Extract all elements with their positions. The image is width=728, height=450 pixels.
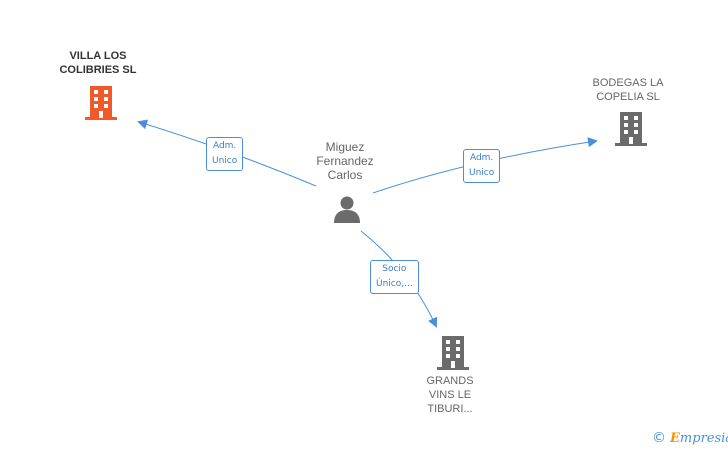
relation-label-adm-unico[interactable]: Adm. Unico [206, 137, 244, 171]
person-icon[interactable] [333, 195, 361, 223]
relation-label-line: Unico [212, 156, 238, 166]
person-label-line: Miguez [325, 140, 365, 154]
building-icon[interactable] [437, 336, 469, 370]
company-label-line: BODEGAS LA [592, 77, 664, 89]
company-label-line: COLIBRIES SL [59, 64, 137, 76]
company-label-line: VINS LE [428, 389, 472, 401]
person-label-line: Fernandez [316, 154, 374, 168]
company-label-grands-vins[interactable]: GRANDS VINS LE TIBURI... [400, 374, 500, 416]
company-label-line: VILLA LOS [69, 50, 127, 62]
relation-label-line: Socio [382, 264, 407, 274]
relation-label-socio-unico[interactable]: Socio Único,... [370, 260, 419, 294]
person-label[interactable]: Miguez Fernandez Carlos [295, 140, 395, 182]
relation-label-line: Adm. [212, 141, 237, 151]
building-icon[interactable] [615, 112, 647, 146]
company-label-bodegas-la-copelia[interactable]: BODEGAS LA COPELIA SL [578, 76, 678, 104]
relation-label-line: Adm. [469, 153, 494, 163]
logo-text: mpresia [679, 431, 728, 446]
building-icon[interactable] [85, 86, 117, 120]
company-label-line: COPELIA SL [596, 91, 660, 103]
copyright-symbol: © [652, 430, 666, 446]
company-label-villa-los-colibries[interactable]: VILLA LOS COLIBRIES SL [48, 49, 148, 77]
empresia-logo[interactable]: © Empresia [652, 430, 728, 446]
relation-label-line: Único,... [376, 279, 413, 289]
relation-label-line: Unico [469, 168, 495, 178]
company-label-line: TIBURI... [427, 403, 473, 415]
logo-e: E [670, 431, 680, 446]
person-label-line: Carlos [327, 168, 363, 182]
relation-label-adm-unico[interactable]: Adm. Unico [463, 149, 501, 183]
company-label-line: GRANDS [426, 375, 474, 387]
